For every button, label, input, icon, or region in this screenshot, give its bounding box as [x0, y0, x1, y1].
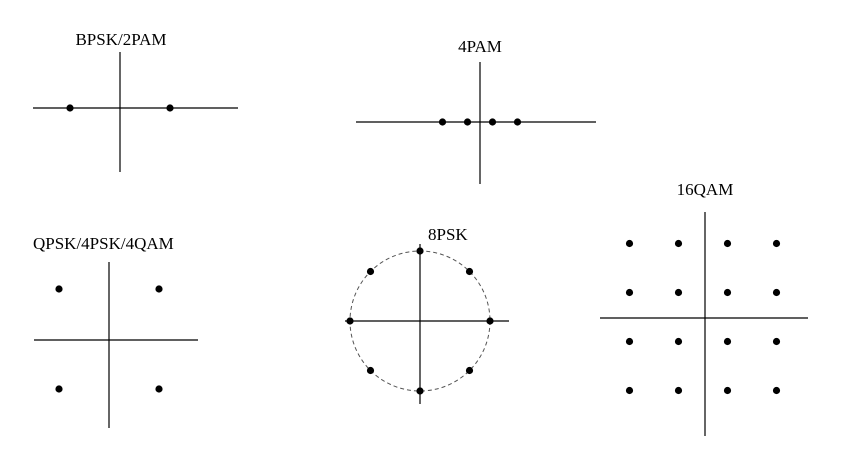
qam16-point-8	[625, 337, 634, 346]
qam16-point-14	[723, 386, 732, 395]
psk8-point-6	[346, 317, 354, 325]
qam16-point-0	[625, 239, 634, 248]
bpsk-points	[66, 104, 174, 112]
qam16-point-4	[625, 288, 634, 297]
qam16-point-6	[723, 288, 732, 297]
qpsk-point-1	[155, 285, 163, 293]
psk8-title: 8PSK	[428, 225, 468, 244]
qam16-diagram: 16QAM	[600, 180, 808, 436]
bpsk-title: BPSK/2PAM	[75, 30, 166, 49]
pam4-point-2	[488, 118, 497, 126]
qam16-point-2	[723, 239, 732, 248]
pam4-points	[438, 118, 522, 126]
psk8-point-1	[465, 267, 474, 276]
qam16-point-1	[674, 239, 683, 248]
qam16-point-5	[674, 288, 683, 297]
bpsk-point-0	[66, 104, 74, 112]
psk8-point-4	[416, 387, 424, 395]
qpsk-points	[55, 285, 163, 393]
qam16-title: 16QAM	[677, 180, 734, 199]
qpsk-point-2	[55, 385, 63, 393]
pam4-point-3	[513, 118, 522, 126]
qam16-points	[625, 239, 781, 395]
psk8-point-2	[486, 317, 494, 325]
bpsk-point-1	[166, 104, 174, 112]
qam16-point-15	[772, 386, 781, 395]
psk8-diagram: 8PSK	[345, 225, 509, 404]
psk8-point-3	[465, 366, 474, 375]
qam16-point-10	[723, 337, 732, 346]
psk8-points	[346, 247, 494, 395]
qpsk-point-0	[55, 285, 63, 293]
pam4-title: 4PAM	[458, 37, 502, 56]
qam16-point-13	[674, 386, 683, 395]
qam16-point-11	[772, 337, 781, 346]
psk8-point-5	[366, 366, 375, 375]
qam16-point-12	[625, 386, 634, 395]
psk8-point-0	[416, 247, 424, 255]
qpsk-point-3	[155, 385, 163, 393]
pam4-point-1	[463, 118, 472, 126]
qpsk-diagram: QPSK/4PSK/4QAM	[33, 234, 198, 428]
qam16-point-3	[772, 239, 781, 248]
pam4-point-0	[438, 118, 447, 126]
pam4-diagram: 4PAM	[356, 37, 596, 184]
qpsk-title: QPSK/4PSK/4QAM	[33, 234, 174, 253]
qam16-point-7	[772, 288, 781, 297]
qam16-point-9	[674, 337, 683, 346]
bpsk-diagram: BPSK/2PAM	[33, 30, 238, 172]
psk8-point-7	[366, 267, 375, 276]
